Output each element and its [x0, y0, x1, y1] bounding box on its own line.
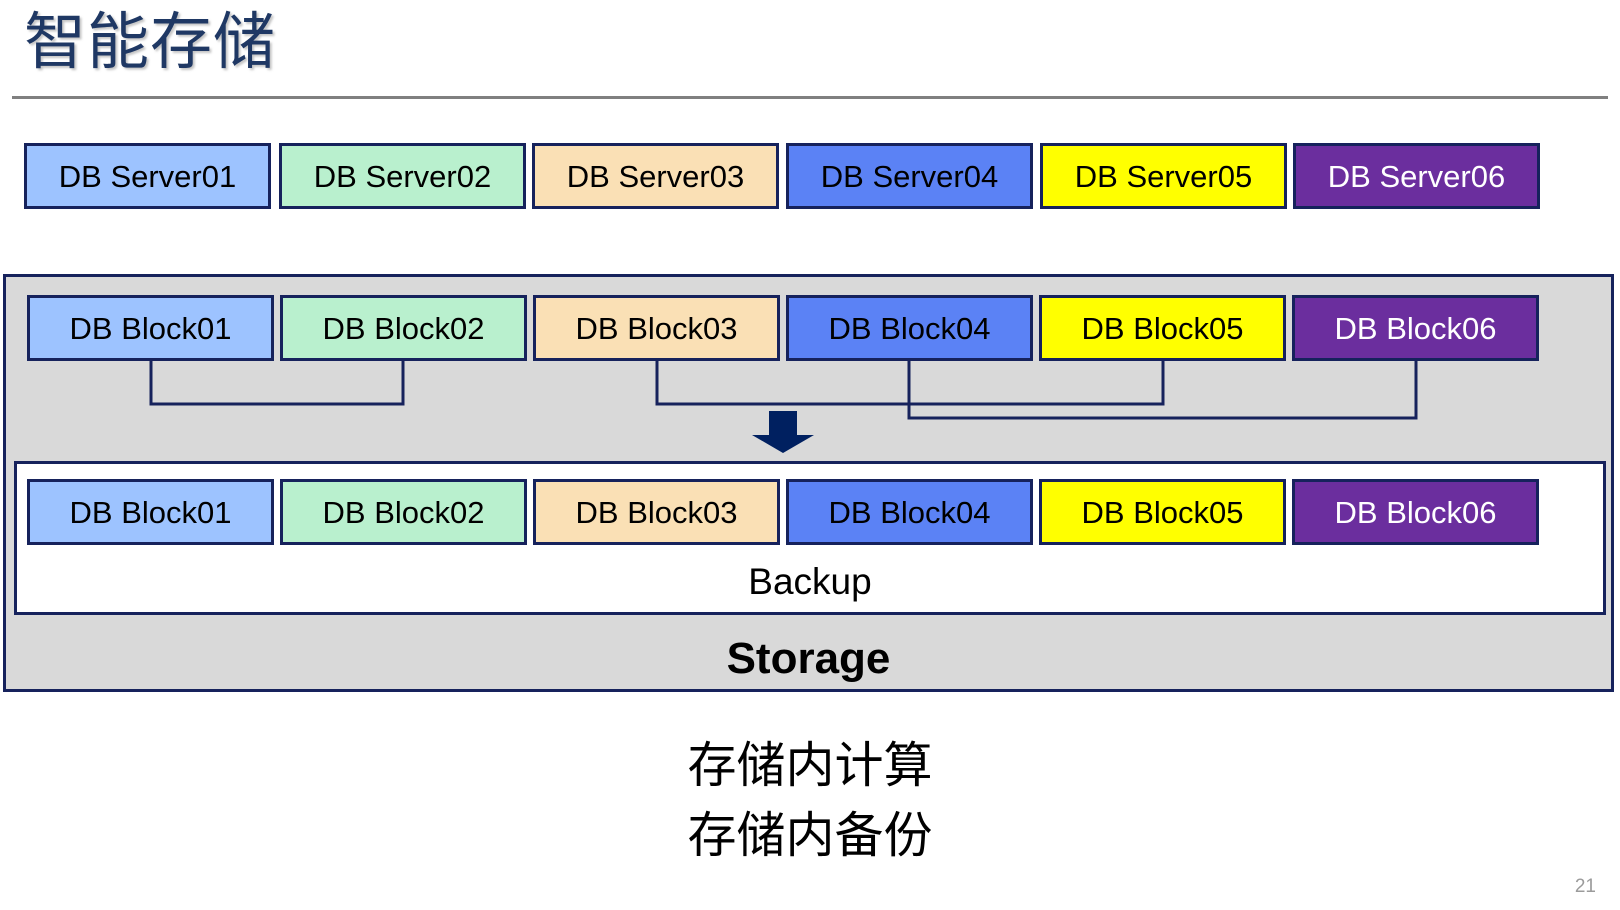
primary-db-block-box-label: DB Block02 [322, 310, 485, 346]
caption-in-storage-backup: 存储内备份 [687, 809, 933, 863]
primary-db-block-box-4: DB Block04 [786, 295, 1033, 361]
backup-label: Backup [748, 561, 872, 602]
backup-db-block-box-5: DB Block05 [1039, 479, 1286, 545]
backup-db-block-box-1: DB Block01 [27, 479, 274, 545]
db-server-box-label: DB Server01 [58, 158, 237, 194]
db-server-box-5: DB Server05 [1040, 143, 1287, 209]
backup-db-block-box-2: DB Block02 [280, 479, 527, 545]
storage-label: Storage [726, 634, 891, 683]
primary-db-block-box-label: DB Block06 [1334, 310, 1497, 346]
primary-db-block-box-label: DB Block05 [1081, 310, 1244, 346]
backup-db-block-box-3: DB Block03 [533, 479, 780, 545]
backup-db-block-box-label: DB Block04 [828, 494, 991, 530]
primary-db-block-box-5: DB Block05 [1039, 295, 1286, 361]
backup-db-block-box-label: DB Block01 [69, 494, 232, 530]
db-server-box-4: DB Server04 [786, 143, 1033, 209]
db-server-box-label: DB Server04 [820, 158, 999, 194]
primary-db-block-box-2: DB Block02 [280, 295, 527, 361]
primary-db-block-box-label: DB Block04 [828, 310, 991, 346]
db-server-box-label: DB Server06 [1327, 158, 1506, 194]
backup-db-block-box-label: DB Block05 [1081, 494, 1244, 530]
page-number: 21 [1574, 876, 1596, 897]
db-server-box-1: DB Server01 [24, 143, 271, 209]
backup-db-block-box-4: DB Block04 [786, 479, 1033, 545]
backup-db-block-box-label: DB Block03 [575, 494, 738, 530]
db-server-box-label: DB Server03 [566, 158, 745, 194]
primary-db-block-box-6: DB Block06 [1292, 295, 1539, 361]
primary-db-block-box-label: DB Block01 [69, 310, 232, 346]
primary-db-block-box-label: DB Block03 [575, 310, 738, 346]
backup-db-block-box-label: DB Block06 [1334, 494, 1497, 530]
db-server-box-label: DB Server02 [313, 158, 492, 194]
title-divider [12, 96, 1608, 99]
backup-db-block-box-label: DB Block02 [322, 494, 485, 530]
backup-db-block-box-6: DB Block06 [1292, 479, 1539, 545]
page-title: 智能存储 [24, 8, 277, 77]
db-server-box-6: DB Server06 [1293, 143, 1540, 209]
primary-db-block-box-1: DB Block01 [27, 295, 274, 361]
db-server-box-label: DB Server05 [1074, 158, 1253, 194]
primary-db-block-box-3: DB Block03 [533, 295, 780, 361]
db-server-box-2: DB Server02 [279, 143, 526, 209]
db-server-box-3: DB Server03 [532, 143, 779, 209]
caption-in-storage-compute: 存储内计算 [687, 739, 933, 793]
